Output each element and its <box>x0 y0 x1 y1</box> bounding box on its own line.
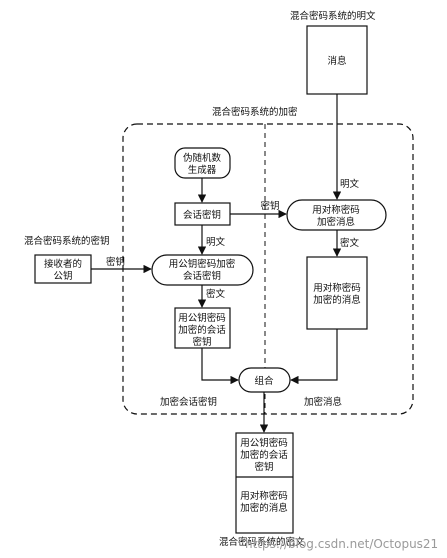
plaintext-label-2: 明文 <box>206 236 226 248</box>
plaintext-label-1: 明文 <box>340 178 360 190</box>
output-top-line-3: 密钥 <box>254 461 273 473</box>
session-key-label: 会话密钥 <box>183 209 221 221</box>
key-label-2: 密钥 <box>106 256 125 268</box>
sym-encrypt-line-2: 加密消息 <box>317 216 355 228</box>
prng-line-1: 伪随机数 <box>183 152 222 164</box>
pk-encrypted-key-line-1: 用公钥密码 <box>178 312 226 324</box>
sym-encrypt-line-1: 用对称密码 <box>312 204 360 216</box>
pk-encrypt-line-1: 用公钥密码加密 <box>169 258 236 270</box>
sym-encrypted-msg-box <box>306 256 368 330</box>
ciphertext-title: 混合密码系统的密文 <box>219 536 305 548</box>
prng-line-2: 生成器 <box>188 164 217 176</box>
pk-encrypted-key-line-3: 密钥 <box>192 336 211 348</box>
enc-message-label: 加密消息 <box>304 396 342 408</box>
plaintext-title: 混合密码系统的明文 <box>290 10 376 22</box>
ciphertext-label-1: 密文 <box>340 237 360 249</box>
output-top-line-2: 加密的会话 <box>240 449 288 461</box>
output-bottom-line-1: 用对称密码 <box>240 490 288 502</box>
sym-encrypted-msg-line-1: 用对称密码 <box>313 282 361 294</box>
region-title: 混合密码系统的加密 <box>212 106 298 118</box>
recipient-key-line-1: 接收者的 <box>44 258 82 270</box>
pk-encrypted-key-line-2: 加密的会话 <box>178 324 226 336</box>
sym-encrypted-msg-line-2: 加密的消息 <box>313 294 361 306</box>
enc-session-key-label: 加密会话密钥 <box>160 396 217 408</box>
recipient-public-key-box <box>34 254 92 284</box>
output-box <box>235 432 294 534</box>
pk-encrypt-line-2: 会话密钥 <box>183 270 221 282</box>
message-box <box>306 25 368 95</box>
key-label-1: 密钥 <box>260 200 279 212</box>
recipient-key-title: 混合密码系统的密钥 <box>24 235 110 247</box>
combine-label: 组合 <box>254 375 274 387</box>
message-label: 消息 <box>327 55 346 67</box>
output-top-line-1: 用公钥密码 <box>240 437 288 449</box>
recipient-key-line-2: 公钥 <box>53 270 72 282</box>
watermark: https://blog.csdn.net/Octopus21 <box>245 537 438 551</box>
output-bottom-line-2: 加密的消息 <box>240 502 288 514</box>
ciphertext-label-2: 密文 <box>206 288 226 300</box>
